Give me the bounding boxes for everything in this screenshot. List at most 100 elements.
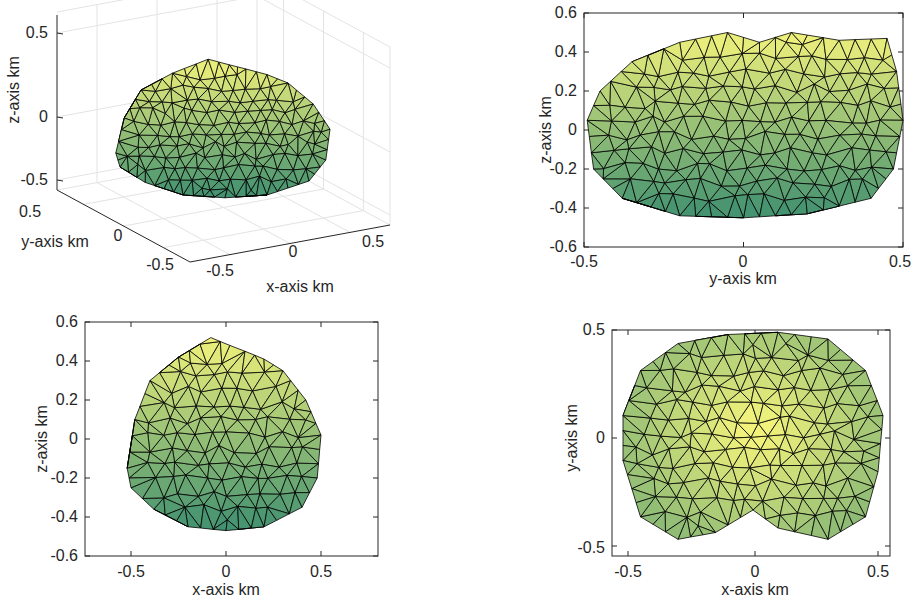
mesh-facet [659, 194, 673, 212]
mesh-facet [227, 477, 248, 497]
tick-mark [57, 33, 63, 34]
mesh-facet [760, 37, 776, 58]
tick-label: 0.4 [56, 353, 78, 369]
mesh-facet [239, 154, 256, 167]
mesh-facet [141, 79, 162, 90]
axis-line [190, 225, 390, 262]
mesh-facet [313, 150, 328, 160]
mesh-facet [661, 420, 681, 437]
mesh-facet [627, 475, 654, 489]
tick-label: 0 [751, 564, 760, 580]
mesh-facet [229, 112, 239, 123]
mesh-facet [194, 87, 208, 99]
mesh-facet [656, 391, 676, 404]
mesh-facet [179, 344, 201, 357]
mesh-facet [137, 164, 146, 177]
mesh-facet [183, 195, 215, 197]
mesh-facet [196, 406, 214, 418]
mesh-facet [855, 39, 871, 58]
mesh-facet [764, 178, 784, 200]
mesh-facet [743, 354, 755, 373]
mesh-facet [868, 416, 883, 430]
mesh-facet [803, 483, 824, 499]
mesh-facet [844, 451, 864, 463]
mesh-facet [623, 461, 637, 475]
mesh-facet [772, 332, 786, 357]
mesh-facet [848, 371, 872, 386]
tick-label: -0.5 [570, 254, 598, 270]
mesh-facet [804, 153, 822, 171]
mesh-facet [876, 136, 900, 152]
mesh-facet [695, 452, 713, 464]
mesh-facet [127, 156, 138, 172]
mesh-facet [784, 485, 803, 498]
mesh-facet [692, 498, 716, 512]
axis-title: z-axis km [538, 96, 554, 164]
grid-line [57, 0, 257, 12]
mesh-facet [723, 150, 742, 171]
mesh-facet [847, 511, 866, 525]
mesh-facet [280, 475, 295, 494]
mesh-facet [737, 423, 758, 438]
mesh-facet [761, 132, 775, 155]
tick-mark [584, 13, 903, 14]
tick-label: -0.5 [117, 564, 145, 580]
mesh-facet [603, 179, 630, 189]
grid-line [217, 160, 350, 232]
mesh-facet [855, 487, 874, 502]
tick-label: -0.6 [549, 239, 577, 255]
mesh-facet [247, 478, 260, 494]
mesh-facet [226, 432, 249, 453]
tick-label: -0.5 [206, 263, 234, 279]
mesh-facet [201, 417, 221, 433]
tick-label: 0 [114, 228, 123, 244]
mesh-facet [841, 103, 858, 124]
mesh-facet [221, 406, 238, 420]
mesh-facet [678, 72, 694, 86]
mesh-facet [149, 135, 160, 147]
mesh-facet [741, 499, 754, 517]
tick-label: 0 [739, 254, 748, 270]
tick-label: -0.5 [577, 540, 605, 556]
tick-label: 0 [568, 122, 577, 138]
mesh-facet [303, 435, 322, 449]
mesh-facet [589, 135, 608, 153]
mesh-facet [883, 38, 892, 60]
mesh-facet [591, 150, 614, 168]
mesh-facet [154, 509, 188, 527]
mesh-facet [205, 446, 219, 464]
mesh-facet [778, 515, 795, 532]
axis-title: y-axis km [21, 234, 89, 250]
mesh-facet [261, 100, 273, 111]
mesh-facet [779, 449, 793, 466]
mesh-facet [704, 136, 724, 154]
grid-line [257, 143, 390, 215]
grid-line [257, 0, 390, 47]
mesh-facet [162, 73, 173, 88]
mesh-facet [127, 420, 135, 469]
mesh-facet [859, 386, 877, 406]
mesh-facet [635, 371, 647, 388]
mesh-facet [654, 479, 668, 497]
mesh-facet [145, 170, 154, 185]
mesh-facet [168, 180, 180, 192]
mesh-facet [666, 344, 690, 354]
mesh-facet [130, 436, 150, 452]
mesh-facet [268, 417, 290, 432]
mesh-facet [835, 422, 854, 440]
mesh-facet [148, 433, 164, 452]
tick-label: 0 [222, 564, 231, 580]
mesh-facet [196, 375, 214, 392]
mesh-facet [238, 506, 252, 529]
mesh-facet [179, 357, 191, 371]
mesh-facet [591, 153, 603, 169]
mesh-facet [265, 432, 282, 447]
perspective-plot [57, 0, 390, 262]
mesh-facet [852, 148, 870, 171]
tick-label: 0.6 [56, 314, 78, 330]
tick-label: 0.4 [555, 44, 577, 60]
mesh-facet [674, 369, 698, 392]
grid-line [97, 5, 98, 183]
axis-title: z-axis km [34, 405, 50, 473]
